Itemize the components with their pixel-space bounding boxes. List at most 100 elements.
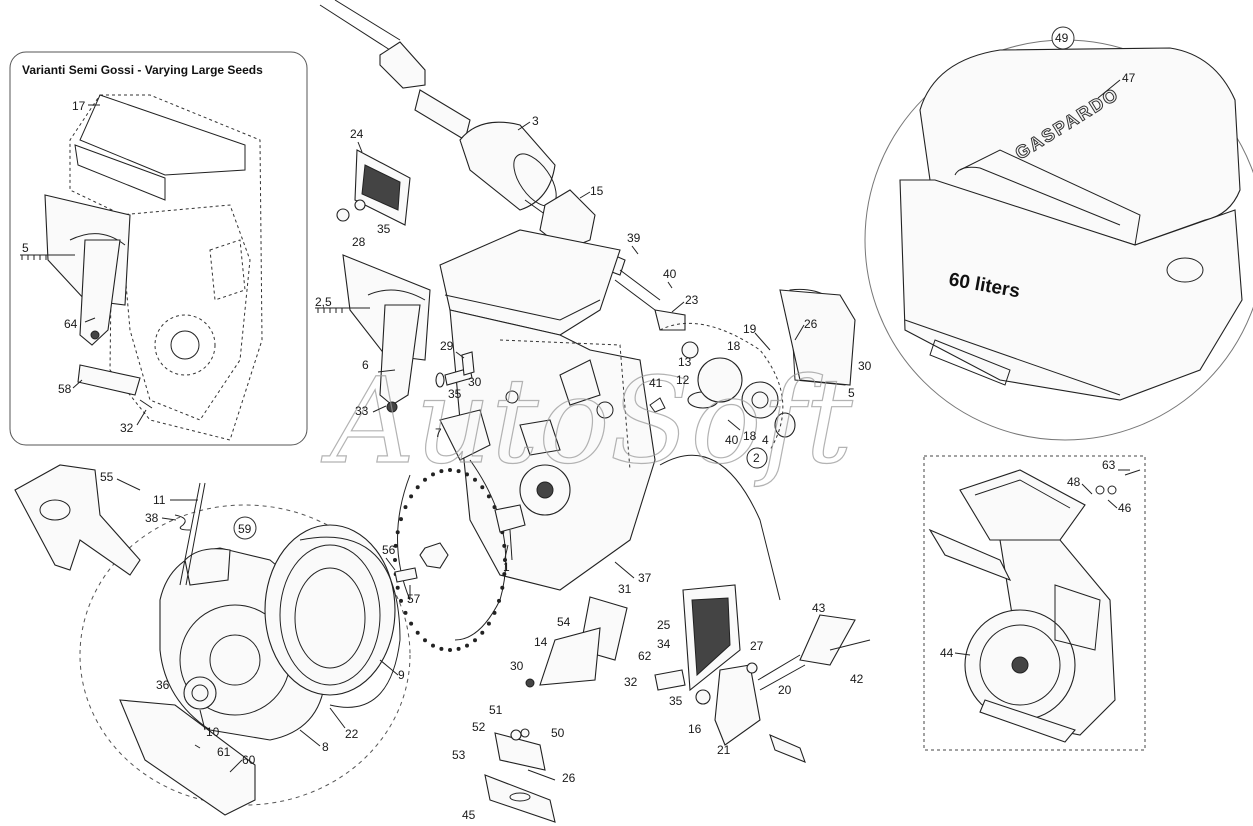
callout-11: 11 [153,493,166,507]
seed-hole [486,621,491,626]
callout-40a: 40 [663,267,677,281]
bolt-washers-left [435,351,475,388]
plate-54-14 [525,596,628,688]
callout-60: 60 [242,753,256,767]
seed-hole [492,610,497,615]
callout-30a: 30 [468,375,482,389]
hub-bolt [394,504,526,583]
seed-hole [393,543,398,548]
callout-50: 50 [551,726,565,740]
assembled-unit-box [923,455,1146,751]
cover-assembly [79,482,411,816]
callout-52: 52 [472,720,486,734]
callout-23: 23 [685,293,699,307]
callout-9: 9 [398,668,405,682]
callout-labels: 3 15 39 40 23 24 35 28 2,5 6 29 30 35 33… [100,114,1132,822]
callout-57: 57 [407,592,421,606]
callout-30c: 30 [510,659,524,673]
callout-44: 44 [940,646,954,660]
seed-hole [409,621,414,626]
callout-62: 62 [638,649,652,663]
seed-hole [500,585,505,590]
seed-hole [456,469,461,474]
seed-hole [431,643,435,648]
callout-35b: 35 [448,387,462,401]
callout-35a: 35 [377,222,391,236]
seed-hole [439,646,444,651]
callout-7: 7 [435,426,442,440]
seed-hole [492,505,497,510]
seed-hole [480,630,485,635]
callout-31: 31 [618,582,632,596]
callout-leaders [116,121,1130,773]
seed-hole [423,477,427,482]
callout-51: 51 [489,703,503,717]
callout-34: 34 [657,637,671,651]
callout-54: 54 [557,615,571,629]
callout-35c: 35 [669,694,683,708]
seed-hole [448,468,452,472]
seed-hole [395,585,400,590]
callout-26b: 26 [562,771,576,785]
drive-shaft-assembly [319,0,686,331]
callout-12: 12 [676,373,690,387]
callout-3: 3 [532,114,539,128]
watermark-text: AutoSoft [321,352,853,490]
callout-43: 43 [812,601,826,615]
adjusting-plate [315,254,431,413]
callout-36: 36 [156,678,170,692]
large-seeds-variant-inset: Varianti Semi Gossi - Varying Large Seed… [9,51,308,446]
seed-hole [403,505,408,510]
callout-37: 37 [638,571,652,585]
callout-16: 16 [688,722,702,736]
flow-arrow [659,454,781,601]
callout-6: 6 [362,358,369,372]
callout-5b: 5 [848,386,855,400]
seed-hole [502,572,507,577]
callout-59: 59 [238,522,252,536]
callout-21: 21 [717,743,731,757]
seed-hole [473,638,477,643]
seed-hole [423,638,427,643]
callout-27: 27 [750,639,764,653]
inset-label-5: 5 [22,241,29,255]
seed-hole [497,598,501,603]
seed-hole [465,472,469,477]
callout-41: 41 [649,376,663,390]
callout-18a: 18 [727,339,741,353]
callout-22: 22 [345,727,359,741]
inset-title: Varianti Semi Gossi - Varying Large Seed… [22,63,263,77]
inset-label-32: 32 [120,421,134,435]
callout-42: 42 [850,672,864,686]
callout-39: 39 [627,231,641,245]
seed-hole [503,558,507,562]
seed-hole [399,517,403,522]
callout-45: 45 [462,808,476,822]
callout-18b: 18 [743,429,757,443]
bracket-55 [14,464,141,576]
callout-63: 63 [1102,458,1116,472]
seed-hole [399,598,403,603]
seed-hole [502,543,507,548]
hopper-circle-ref: 49 [1055,31,1069,45]
callout-40b: 40 [725,433,739,447]
seed-hole [395,530,400,535]
callout-28: 28 [352,235,366,249]
callout-10: 10 [206,725,220,739]
callout-1: 1 [503,560,510,574]
callout-24: 24 [350,127,364,141]
callout-2: 2 [753,451,760,465]
callout-15: 15 [590,184,604,198]
gate-plate [336,149,411,226]
seed-hole [403,610,408,615]
seed-hole [431,472,435,477]
callout-32: 32 [624,675,638,689]
callout-25: 25 [657,618,671,632]
seed-hole [415,630,420,635]
callout-53: 53 [452,748,466,762]
callout-13: 13 [678,355,692,369]
seed-hole [409,494,414,499]
inset-label-64: 64 [64,317,78,331]
hopper-detail: 49 GASPARDO 60 liters 47 [864,26,1253,441]
